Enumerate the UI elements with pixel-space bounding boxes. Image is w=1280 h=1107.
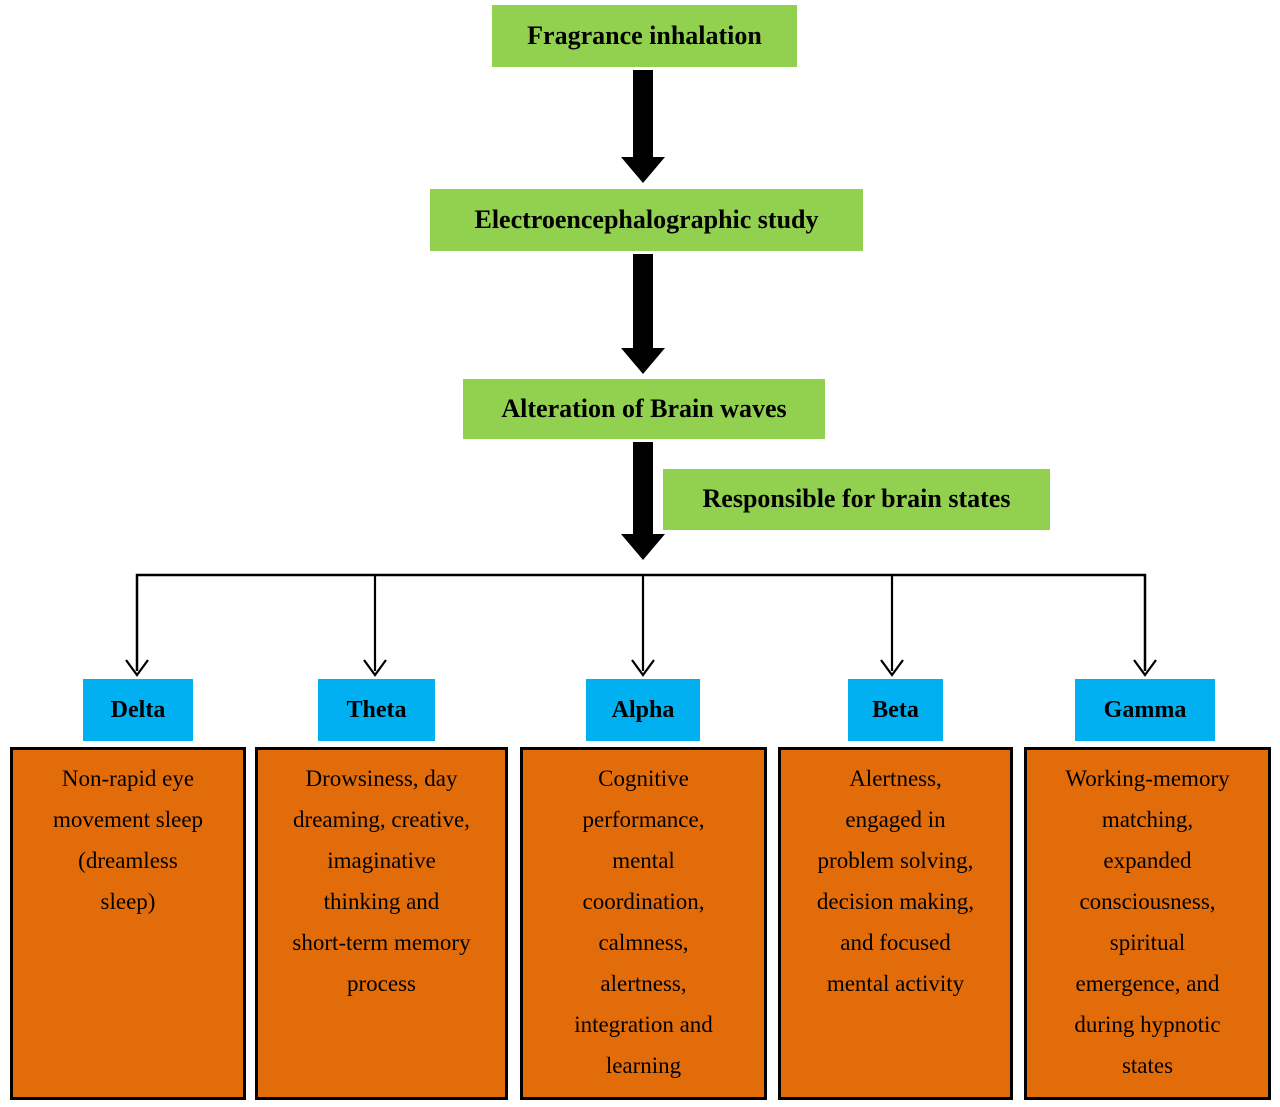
annotation-label: Responsible for brain states bbox=[702, 484, 1011, 514]
wave-box-theta: Theta bbox=[318, 679, 435, 741]
step-box-eeg-study: Electroencephalographic study bbox=[430, 189, 863, 251]
desc-box-beta: Alertness, engaged in problem solving, d… bbox=[778, 747, 1013, 1100]
wave-box-gamma: Gamma bbox=[1075, 679, 1215, 741]
wave-label: Alpha bbox=[611, 696, 675, 723]
wave-description: Cognitive performance, mental coordinati… bbox=[574, 766, 713, 1078]
wave-label: Gamma bbox=[1103, 696, 1187, 723]
desc-box-theta: Drowsiness, day dreaming, creative, imag… bbox=[255, 747, 508, 1100]
wave-description: Working-memory matching, expanded consci… bbox=[1065, 766, 1230, 1078]
annotation-box-brain-states: Responsible for brain states bbox=[663, 469, 1050, 530]
thick-down-arrow-1 bbox=[621, 70, 665, 183]
wave-box-alpha: Alpha bbox=[586, 679, 700, 741]
wave-description: Alertness, engaged in problem solving, d… bbox=[816, 766, 975, 996]
branch-arrowhead-theta bbox=[363, 659, 387, 677]
desc-box-gamma: Working-memory matching, expanded consci… bbox=[1024, 747, 1271, 1100]
branch-arrowhead-gamma bbox=[1133, 659, 1157, 677]
branch-line bbox=[135, 573, 1147, 671]
branch-arrowhead-beta bbox=[880, 659, 904, 677]
wave-label: Delta bbox=[110, 696, 166, 723]
thick-down-arrow-3 bbox=[621, 442, 665, 560]
wave-description: Drowsiness, day dreaming, creative, imag… bbox=[292, 766, 471, 996]
branch-arrowhead-delta bbox=[125, 659, 149, 677]
step-box-brain-wave-alteration: Alteration of Brain waves bbox=[463, 379, 825, 439]
step-label: Fragrance inhalation bbox=[527, 20, 762, 50]
wave-label: Beta bbox=[872, 696, 919, 723]
wave-box-beta: Beta bbox=[848, 679, 943, 741]
step-box-fragrance-inhalation: Fragrance inhalation bbox=[492, 5, 797, 67]
wave-description: Non-rapid eye movement sleep (dreamless … bbox=[52, 766, 204, 914]
step-label: Electroencephalographic study bbox=[474, 204, 819, 234]
wave-box-delta: Delta bbox=[83, 679, 193, 741]
branch-arrowhead-alpha bbox=[631, 659, 655, 677]
desc-box-alpha: Cognitive performance, mental coordinati… bbox=[520, 747, 767, 1100]
thick-down-arrow-2 bbox=[621, 254, 665, 374]
desc-box-delta: Non-rapid eye movement sleep (dreamless … bbox=[10, 747, 246, 1100]
step-label: Alteration of Brain waves bbox=[501, 393, 787, 423]
wave-label: Theta bbox=[346, 696, 407, 723]
